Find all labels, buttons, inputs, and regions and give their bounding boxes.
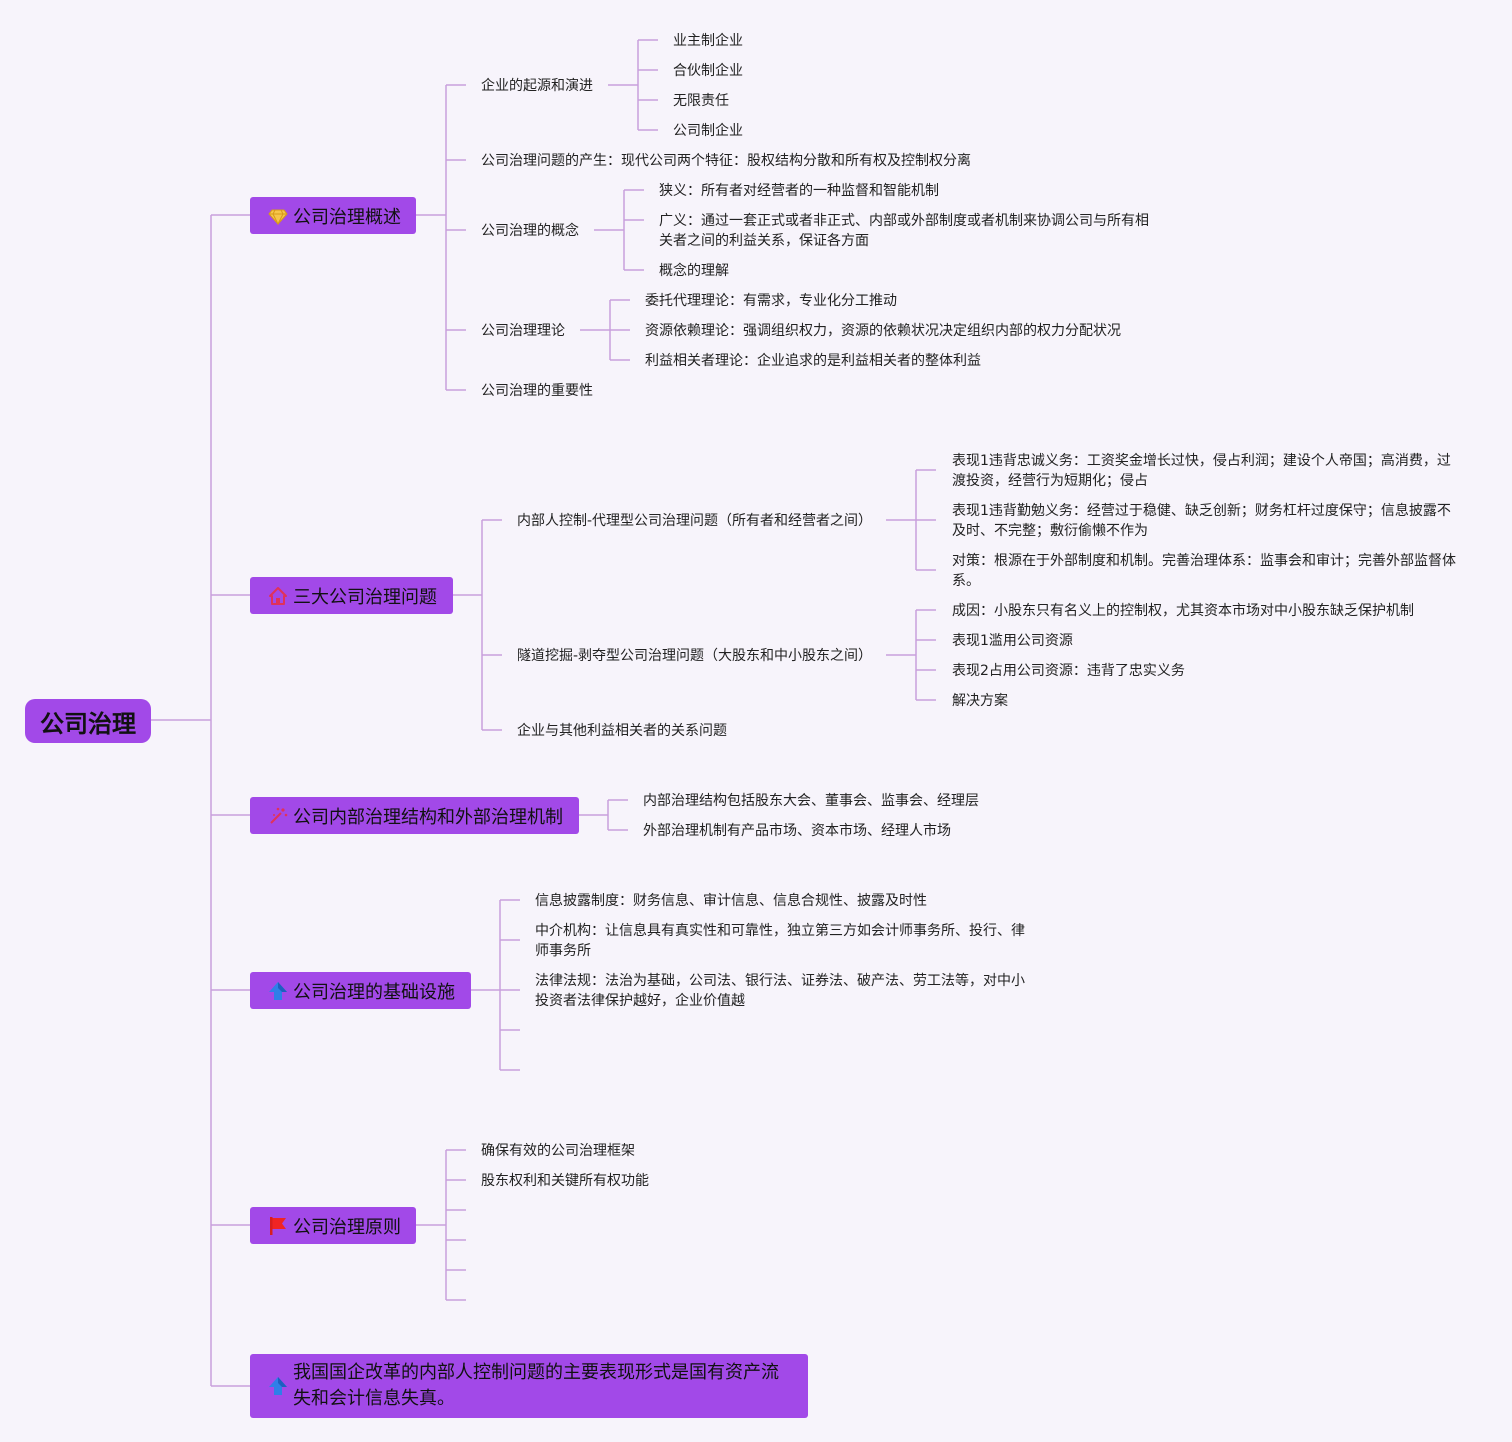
branch-label: 公司治理概述 xyxy=(293,206,401,228)
leaf-node[interactable]: 狭义：所有者对经营者的一种监督和智能机制 xyxy=(659,183,939,199)
branch-principles[interactable]: 公司治理原则 xyxy=(250,1207,416,1244)
branch-label: 我国国企改革的内部人控制问题的主要表现形式是国有资产流失和会计信息失真。 xyxy=(293,1362,779,1409)
node-concept[interactable]: 公司治理的概念 xyxy=(481,223,579,239)
node-intermediaries[interactable]: 中介机构：让信息具有真实性和可靠性，独立第三方如会计师事务所、投行、律师事务所 xyxy=(535,923,1025,959)
leaf-node[interactable]: 表现2占用公司资源：违背了忠实义务 xyxy=(952,663,1185,679)
node-disclosure[interactable]: 信息披露制度：财务信息、审计信息、信息合规性、披露及时性 xyxy=(535,893,927,909)
node-problem-origin[interactable]: 公司治理问题的产生：现代公司两个特征：股权结构分散和所有权及控制权分离 xyxy=(481,153,971,169)
leaf-node[interactable]: 委托代理理论：有需求，专业化分工推动 xyxy=(645,293,897,309)
node-internal-structure[interactable]: 内部治理结构包括股东大会、董事会、监事会、经理层 xyxy=(643,793,979,809)
leaf-node[interactable]: 广义：通过一套正式或者非正式、内部或外部制度或者机制来协调公司与所有相关者之间的… xyxy=(659,213,1149,249)
branch-label: 三大公司治理问题 xyxy=(293,586,437,608)
node-laws[interactable]: 法律法规：法治为基础，公司法、银行法、证券法、破产法、劳工法等，对中小投资者法律… xyxy=(535,973,1025,1009)
branch-label: 公司内部治理结构和外部治理机制 xyxy=(293,806,563,828)
leaf-node[interactable]: 公司制企业 xyxy=(673,123,743,139)
node-importance[interactable]: 公司治理的重要性 xyxy=(481,383,593,399)
leaf-node[interactable]: 表现1违背忠诚义务：工资奖金增长过快，侵占利润；建设个人帝国；高消费，过渡投资，… xyxy=(952,453,1451,489)
sparkle-icon xyxy=(270,807,288,824)
node-stakeholders[interactable]: 企业与其他利益相关者的关系问题 xyxy=(517,723,727,739)
flag-icon xyxy=(270,1216,286,1235)
branch-three-problems[interactable]: 三大公司治理问题 xyxy=(250,577,453,614)
arrow-up-icon xyxy=(269,981,287,1000)
node-shareholder-rights[interactable]: 股东权利和关键所有权功能 xyxy=(481,1173,649,1189)
node-framework[interactable]: 确保有效的公司治理框架 xyxy=(481,1143,635,1159)
node-external-mechanism[interactable]: 外部治理机制有产品市场、资本市场、经理人市场 xyxy=(643,823,951,839)
leaf-node[interactable]: 合伙制企业 xyxy=(673,63,743,79)
diamond-icon xyxy=(268,209,288,225)
leaf-node[interactable]: 表现1滥用公司资源 xyxy=(952,633,1073,649)
node-tunneling[interactable]: 隧道挖掘-剥夺型公司治理问题（大股东和中小股东之间） xyxy=(517,648,873,664)
leaf-node[interactable]: 利益相关者理论：企业追求的是利益相关者的整体利益 xyxy=(645,353,981,369)
node-theory[interactable]: 公司治理理论 xyxy=(481,323,565,339)
branch-overview[interactable]: 公司治理概述 xyxy=(250,197,416,234)
leaf-node[interactable]: 解决方案 xyxy=(952,693,1008,709)
leaf-node[interactable]: 成因：小股东只有名义上的控制权，尤其资本市场对中小股东缺乏保护机制 xyxy=(952,603,1414,619)
branch-structure-mechanism[interactable]: 公司内部治理结构和外部治理机制 xyxy=(250,797,579,834)
leaf-node[interactable]: 无限责任 xyxy=(673,93,729,109)
root-node[interactable]: 公司治理 xyxy=(25,699,151,743)
house-icon xyxy=(269,586,287,605)
branch-soe-reform[interactable]: 我国国企改革的内部人控制问题的主要表现形式是国有资产流失和会计信息失真。 xyxy=(250,1354,808,1418)
node-origin[interactable]: 企业的起源和演进 xyxy=(481,78,593,94)
branch-infrastructure[interactable]: 公司治理的基础设施 xyxy=(250,972,471,1009)
arrow-up-icon xyxy=(269,1377,287,1395)
leaf-node[interactable]: 资源依赖理论：强调组织权力，资源的依赖状况决定组织内部的权力分配状况 xyxy=(645,323,1121,339)
branch-label: 公司治理的基础设施 xyxy=(293,981,455,1003)
leaf-node[interactable]: 表现1违背勤勉义务：经营过于稳健、缺乏创新；财务杠杆过度保守；信息披露不及时、不… xyxy=(952,503,1451,539)
leaf-node[interactable]: 概念的理解 xyxy=(659,263,729,279)
leaf-node[interactable]: 对策：根源在于外部制度和机制。完善治理体系：监事会和审计；完善外部监督体系。 xyxy=(952,553,1456,589)
node-insider-control[interactable]: 内部人控制-代理型公司治理问题（所有者和经营者之间） xyxy=(517,513,873,529)
leaf-node[interactable]: 业主制企业 xyxy=(673,33,743,49)
branch-label: 公司治理原则 xyxy=(293,1216,401,1238)
